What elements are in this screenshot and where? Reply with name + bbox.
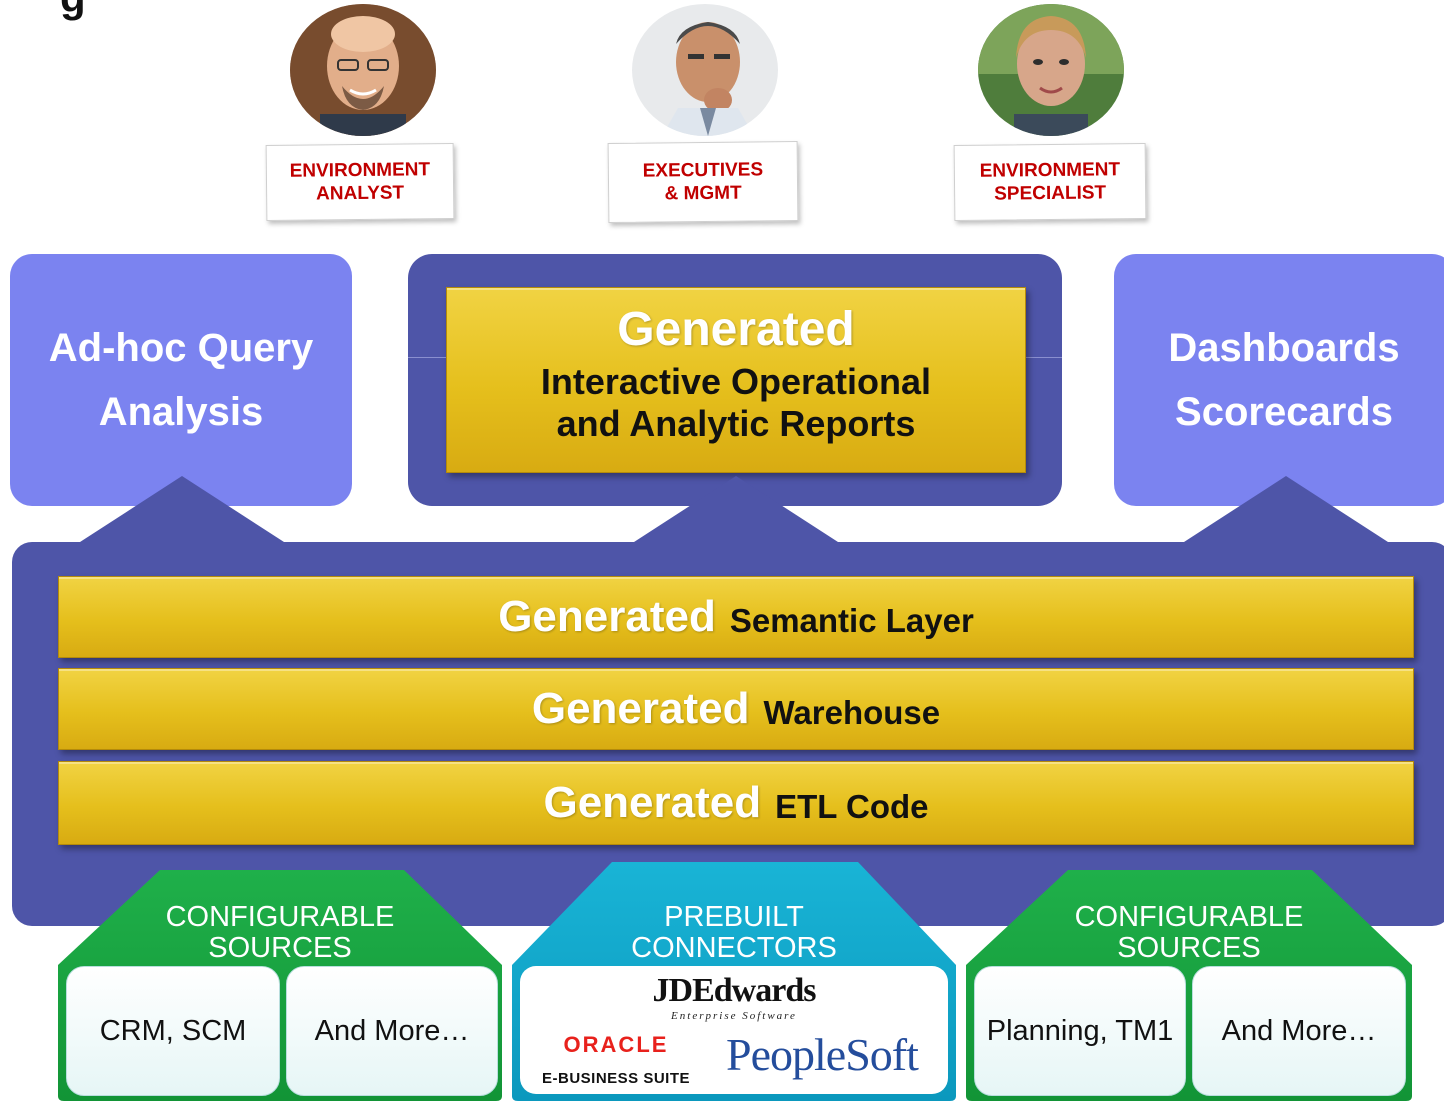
up-arrow-right [1184, 476, 1388, 560]
oracle-ebs-subtitle: E-BUSINESS SUITE [541, 1070, 691, 1087]
dashboards-box: Dashboards Scorecards [1114, 254, 1444, 506]
source-tile-and-more-left: And More… [286, 966, 498, 1096]
configurable-label-line: SOURCES [1117, 932, 1261, 964]
up-arrow-center [634, 476, 838, 560]
jdedwards-logo: JDEdwards Enterprise Software [520, 972, 948, 1022]
up-arrow-left [80, 476, 284, 560]
prebuilt-label-line: PREBUILT [664, 901, 804, 933]
adhoc-query-box: Ad-hoc Query Analysis [10, 254, 352, 506]
adhoc-query-title: Ad-hoc Query [48, 326, 314, 370]
oracle-wordmark: ORACLE [563, 1032, 669, 1057]
executives-avatar [632, 4, 778, 136]
oracle-ebs-logo: ORACLE E-BUSINESS SUITE [536, 1032, 696, 1087]
peoplesoft-logo: PeopleSoft [726, 1029, 919, 1080]
source-tile-crm-scm: CRM, SCM [66, 966, 280, 1096]
configurable-label-line: CONFIGURABLE [1074, 901, 1304, 933]
configurable-sources-right-label: CONFIGURABLE SOURCES [966, 902, 1412, 964]
page-title-fragment: g [60, 0, 86, 22]
environment-analyst-avatar [290, 4, 436, 136]
semantic-layer-bar: Generated Semantic Layer [58, 576, 1414, 658]
warehouse-generated: Generated [531, 684, 750, 733]
jdedwards-wordmark: JDEdwards [652, 972, 817, 1009]
semantic-layer-generated: Generated [498, 592, 716, 641]
source-tile-label: Planning, TM1 [986, 1014, 1174, 1047]
prebuilt-label-line: CONNECTORS [631, 932, 837, 964]
prebuilt-connectors-label: PREBUILT CONNECTORS [512, 902, 956, 964]
source-tile-and-more-right: And More… [1192, 966, 1406, 1096]
connector-logos-panel: JDEdwards Enterprise Software ORACLE E-B… [520, 966, 948, 1094]
configurable-label-line: SOURCES [208, 932, 352, 964]
configurable-sources-left-label: CONFIGURABLE SOURCES [58, 902, 502, 964]
scorecards-title: Scorecards [1175, 390, 1393, 434]
source-tile-label: And More… [1221, 1014, 1377, 1047]
dashboards-title: Dashboards [1168, 326, 1400, 370]
etl-layer-bar: Generated ETL Code [58, 761, 1414, 845]
source-tile-label: And More… [314, 1014, 470, 1047]
reports-generated-label: Generated [617, 303, 855, 356]
reports-line-1: Interactive Operational [540, 361, 932, 402]
warehouse-layer-bar: Generated Warehouse [58, 668, 1414, 750]
source-tile-label: CRM, SCM [99, 1014, 247, 1047]
warehouse-name: Warehouse [763, 694, 941, 731]
adhoc-query-subtitle: Analysis [98, 390, 264, 434]
reports-generated-box: Generated Interactive Operational and An… [446, 287, 1026, 473]
configurable-label-line: CONFIGURABLE [165, 901, 395, 933]
jdedwards-tagline: Enterprise Software [671, 1010, 797, 1022]
source-tile-planning-tm1: Planning, TM1 [974, 966, 1186, 1096]
etl-name: ETL Code [775, 788, 929, 825]
semantic-layer-name: Semantic Layer [729, 602, 974, 639]
etl-generated: Generated [543, 778, 762, 827]
reports-line-2: and Analytic Reports [556, 403, 916, 444]
